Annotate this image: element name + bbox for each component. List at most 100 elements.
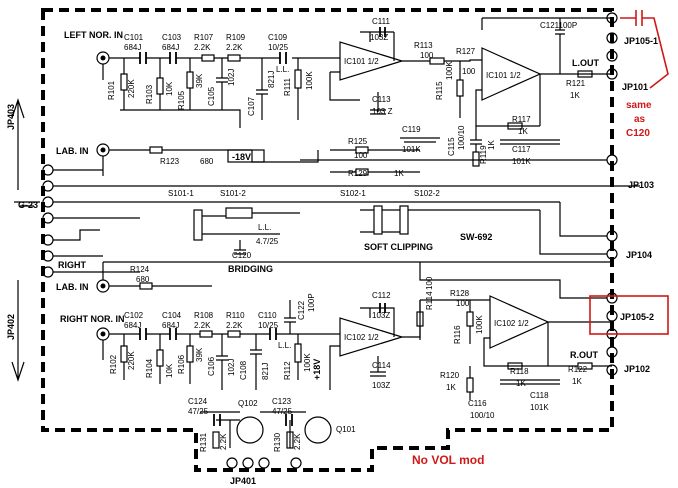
- r127-label: R127: [456, 47, 476, 56]
- c112-value: 103Z: [372, 311, 390, 320]
- r-out-label: R.OUT: [570, 350, 599, 360]
- c119-value: 101K: [402, 145, 421, 154]
- switch-s102-1[interactable]: [373, 205, 383, 235]
- c110-value: 10/25: [258, 321, 279, 330]
- c119-label: C119: [402, 125, 421, 134]
- r104-value: 10K: [165, 363, 174, 378]
- r130-value: 2.2K: [293, 433, 302, 450]
- c117-label: C117: [512, 145, 531, 154]
- r115-label: R115: [435, 81, 444, 100]
- left-lab-in-label: LAB. IN: [56, 146, 89, 156]
- r114-value: 100: [425, 276, 434, 290]
- c106-value: 102J: [227, 359, 236, 376]
- c115-label: C115: [447, 137, 456, 156]
- r111-value: 100K: [305, 71, 314, 90]
- c103-value: 684J: [162, 43, 179, 52]
- left-lab-in-jack: [96, 143, 110, 157]
- c103-label: C103: [162, 33, 182, 42]
- r119-value: 1K: [487, 140, 496, 150]
- ll-label-mid: L.L.: [258, 223, 271, 232]
- soft-clipping-label: SOFT CLIPPING: [364, 242, 433, 252]
- same-as-line-1: same: [626, 100, 652, 111]
- r117-value: 1K: [518, 127, 528, 136]
- r129-value: 1K: [394, 169, 404, 178]
- r111-label: R111: [283, 78, 292, 96]
- c108-value: 821J: [261, 363, 270, 380]
- r119-label: R119: [479, 145, 488, 164]
- r128-value: 100: [456, 299, 470, 308]
- r109-label: R109: [226, 33, 246, 42]
- r110-value: 2.2K: [226, 321, 243, 330]
- ll-label-upper: L.L.: [276, 65, 289, 74]
- r131-label: R131: [199, 432, 208, 452]
- switch-s102-2[interactable]: [399, 205, 409, 235]
- r120-value: 1K: [446, 383, 456, 392]
- r130-label: R130: [273, 432, 282, 452]
- c105-label: C105: [207, 86, 216, 106]
- r124-value: 680: [136, 275, 150, 284]
- r102-label: R102: [109, 354, 118, 374]
- c105-value: 102J: [227, 69, 236, 86]
- c118-label: C118: [530, 391, 549, 400]
- right-lab-in-label: LAB. IN: [56, 282, 89, 292]
- c117-value: 101K: [512, 157, 531, 166]
- r112-label: R112: [283, 361, 292, 380]
- r107-label: R107: [194, 33, 214, 42]
- right-nor-in-jack: [96, 327, 110, 341]
- c113-label: C113: [372, 95, 391, 104]
- r123-label: R123: [160, 157, 180, 166]
- c107-value: 821J: [267, 71, 276, 88]
- r121-value: 1K: [570, 91, 580, 100]
- c122-label: C122: [297, 300, 306, 320]
- c116-label: C116: [468, 399, 487, 408]
- right-label: RIGHT: [58, 260, 87, 270]
- c116-value: 100/10: [470, 411, 495, 420]
- r125-value: 100: [354, 151, 368, 160]
- r101-value: 220K: [127, 79, 136, 98]
- jp401-pins: [226, 457, 302, 469]
- r120-label: R120: [440, 371, 460, 380]
- c112-label: C112: [372, 291, 391, 300]
- c124-label: C124: [188, 397, 208, 406]
- right-nor-in-label: RIGHT NOR. IN: [60, 314, 125, 324]
- c110-label: C110: [258, 311, 277, 320]
- neg18v-label: -18V: [232, 152, 251, 162]
- s102-2-label: S102-2: [414, 189, 440, 198]
- r124-label: R124: [130, 265, 150, 274]
- switch-s101-1[interactable]: [193, 209, 203, 241]
- r109-value: 2.2K: [226, 43, 243, 52]
- s101-1-label: S101-1: [168, 189, 194, 198]
- q102-transistor: [236, 416, 264, 444]
- ic101-a-opamp: [339, 41, 405, 81]
- r118-value: 1K: [516, 379, 526, 388]
- c102-value: 684J: [124, 321, 141, 330]
- ic102-b-opamp: [489, 295, 550, 349]
- r105-value: 39K: [195, 73, 204, 88]
- r129-label: R129: [348, 169, 368, 178]
- r106-value: 39K: [195, 347, 204, 362]
- c114-value: 103Z: [372, 381, 390, 390]
- q101-transistor: [304, 416, 332, 444]
- ic102a-label: IC102 1/2: [344, 333, 379, 342]
- r110-label: R110: [226, 311, 245, 320]
- c107-label: C107: [247, 96, 256, 116]
- r106-label: R106: [177, 354, 186, 374]
- jp103-label: JP103: [628, 180, 654, 190]
- jp105-2-highlight: [589, 295, 669, 335]
- r103-label: R103: [145, 84, 154, 104]
- c101-value: 684J: [124, 43, 141, 52]
- r102-value: 220K: [127, 351, 136, 370]
- r108-label: R108: [194, 311, 214, 320]
- switch-s101-2[interactable]: [225, 207, 253, 219]
- g23-label: G-23: [18, 200, 38, 210]
- r123-value: 680: [200, 157, 214, 166]
- jp402-label: JP402: [6, 314, 16, 340]
- right-lab-in-jack: [96, 279, 110, 293]
- jp104-label: JP104: [626, 250, 652, 260]
- c114-label: C114: [372, 361, 391, 370]
- r105-label: R105: [177, 90, 186, 110]
- c124-value: 47/25: [188, 407, 209, 416]
- c121-label: C121100P: [540, 21, 577, 30]
- jp401-label: JP401: [230, 476, 256, 486]
- c108-label: C108: [239, 360, 248, 380]
